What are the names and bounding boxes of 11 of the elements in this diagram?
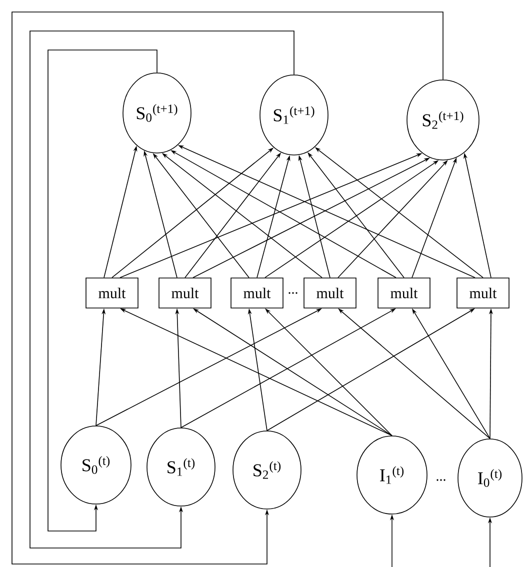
ellipsis: ... xyxy=(288,292,298,294)
mult-box: mult xyxy=(230,278,284,308)
arrow xyxy=(48,50,158,532)
arrow xyxy=(30,30,294,548)
mult-box: mult xyxy=(86,278,138,308)
mult-box: mult xyxy=(456,278,510,308)
mult-box: mult xyxy=(158,278,212,308)
ellipsis: ... xyxy=(436,479,446,481)
arrow xyxy=(12,12,444,564)
mult-box: mult xyxy=(378,278,430,308)
mult-box: mult xyxy=(304,278,356,308)
